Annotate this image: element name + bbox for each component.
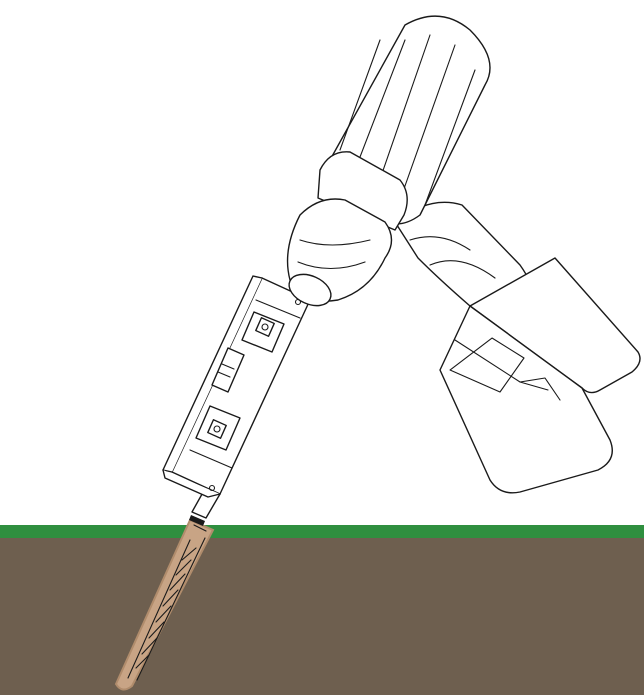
- cordless-drill-icon: [284, 16, 640, 493]
- grass-strip: [0, 525, 644, 538]
- soil-probe-icon: [163, 276, 310, 497]
- soil-layer: [0, 537, 644, 695]
